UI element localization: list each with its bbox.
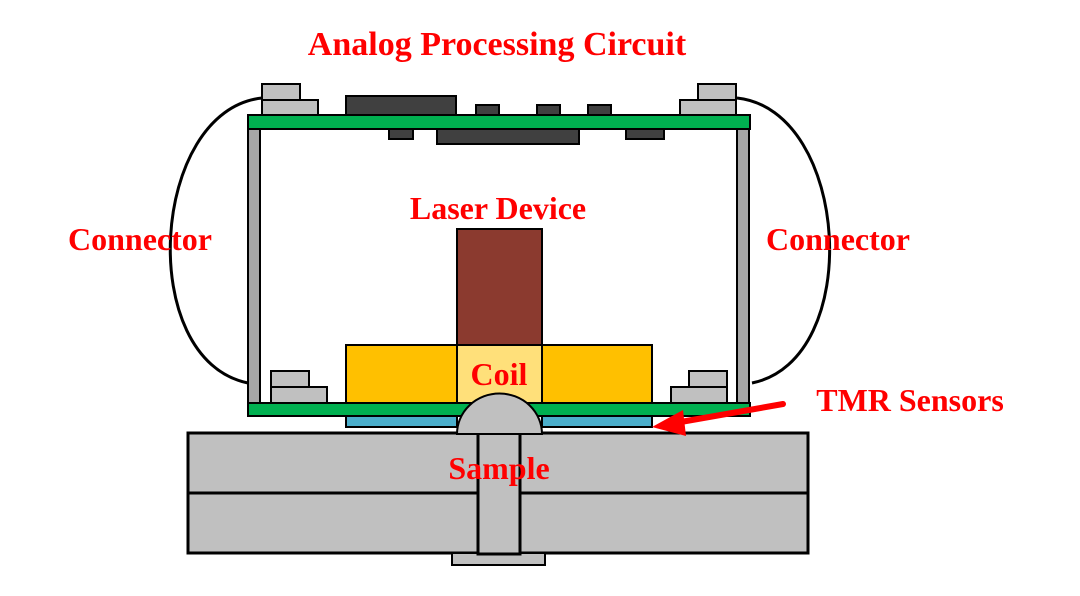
under-chip-2 <box>625 128 665 140</box>
top-right-connector-top <box>697 83 737 101</box>
left-connector-cable <box>168 96 263 385</box>
under-chip-large <box>436 128 580 145</box>
top-left-connector-top <box>261 83 301 101</box>
under-chip-1 <box>388 128 414 140</box>
sample-block-bottom-left <box>186 491 480 555</box>
sample-dome <box>455 392 544 435</box>
bottom-right-connector-base <box>670 386 728 404</box>
circuit-label: Analog Processing Circuit <box>308 26 687 63</box>
right-pillar <box>736 127 750 406</box>
laser-label: Laser Device <box>410 190 586 226</box>
tmr-sensor-left <box>345 415 458 428</box>
top-pcb-board <box>247 114 751 130</box>
right-connector-cable <box>736 96 832 385</box>
bottom-left-connector-top <box>270 370 310 388</box>
sample-block-bottom-right <box>518 491 810 555</box>
bottom-left-connector-base <box>270 386 328 404</box>
sample-block-top-right <box>518 431 810 495</box>
coil-label: Coil <box>471 356 528 392</box>
sample-block-top-left <box>186 431 480 495</box>
top-right-connector-base <box>679 99 737 117</box>
bottom-right-connector-top <box>688 370 728 388</box>
connector-right-label: Connector <box>766 221 910 257</box>
coil-right <box>541 344 653 404</box>
tmr-arrow-line <box>672 401 786 426</box>
tmr-sensor-right <box>541 415 653 428</box>
connector-left-label: Connector <box>68 221 212 257</box>
sample-label: Sample <box>448 450 549 486</box>
coil-left <box>345 344 458 404</box>
left-pillar <box>247 127 261 406</box>
top-left-connector-base <box>261 99 319 117</box>
top-chip-large <box>345 95 457 117</box>
tmr-arrow-head <box>652 410 686 436</box>
tmr-sensors-label: TMR Sensors <box>816 382 1004 418</box>
laser-device <box>456 228 543 347</box>
